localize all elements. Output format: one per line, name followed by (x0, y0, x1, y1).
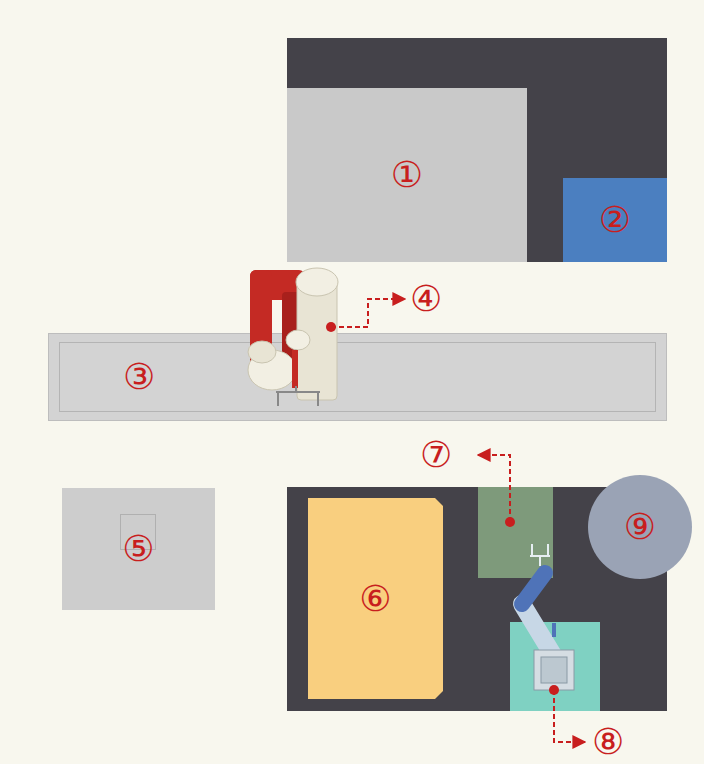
machine-area: ① (287, 88, 527, 262)
pallet-shape (308, 498, 443, 699)
linear-track: ③ (48, 333, 667, 421)
callout-number: ⑧ (592, 724, 624, 760)
callout-number: ⑤ (122, 531, 154, 567)
leader-line (478, 455, 510, 522)
callout-number: ⑦ (420, 437, 452, 473)
robot-joint (248, 341, 276, 363)
side-table: ⑤ (62, 488, 215, 610)
arm-link (522, 604, 553, 655)
callout-number: ③ (123, 359, 155, 395)
blue-station: ② (563, 178, 667, 262)
round-table: ⑨ (588, 475, 692, 579)
callout-number: ⑨ (624, 509, 656, 545)
arm-joint (552, 623, 556, 637)
callout-number: ① (391, 157, 423, 193)
robot-joint (286, 330, 310, 350)
callout-number: ④ (410, 281, 442, 317)
arm-link (522, 573, 545, 604)
leader-line (331, 299, 405, 327)
callout-number: ⑥ (359, 581, 391, 617)
robot-base (534, 650, 574, 690)
round-table-shape (588, 475, 692, 579)
pallet-area: ⑥ (308, 498, 443, 699)
green-table (478, 487, 553, 578)
robot-pedestal (510, 622, 600, 711)
gripper (276, 386, 320, 406)
leader-line (554, 690, 585, 742)
robot-joint (296, 268, 338, 296)
robot-base (541, 657, 567, 683)
gripper (530, 544, 550, 566)
robot-wrist (292, 350, 298, 388)
callout-number: ② (599, 202, 631, 238)
upper-floor-area (287, 38, 667, 262)
